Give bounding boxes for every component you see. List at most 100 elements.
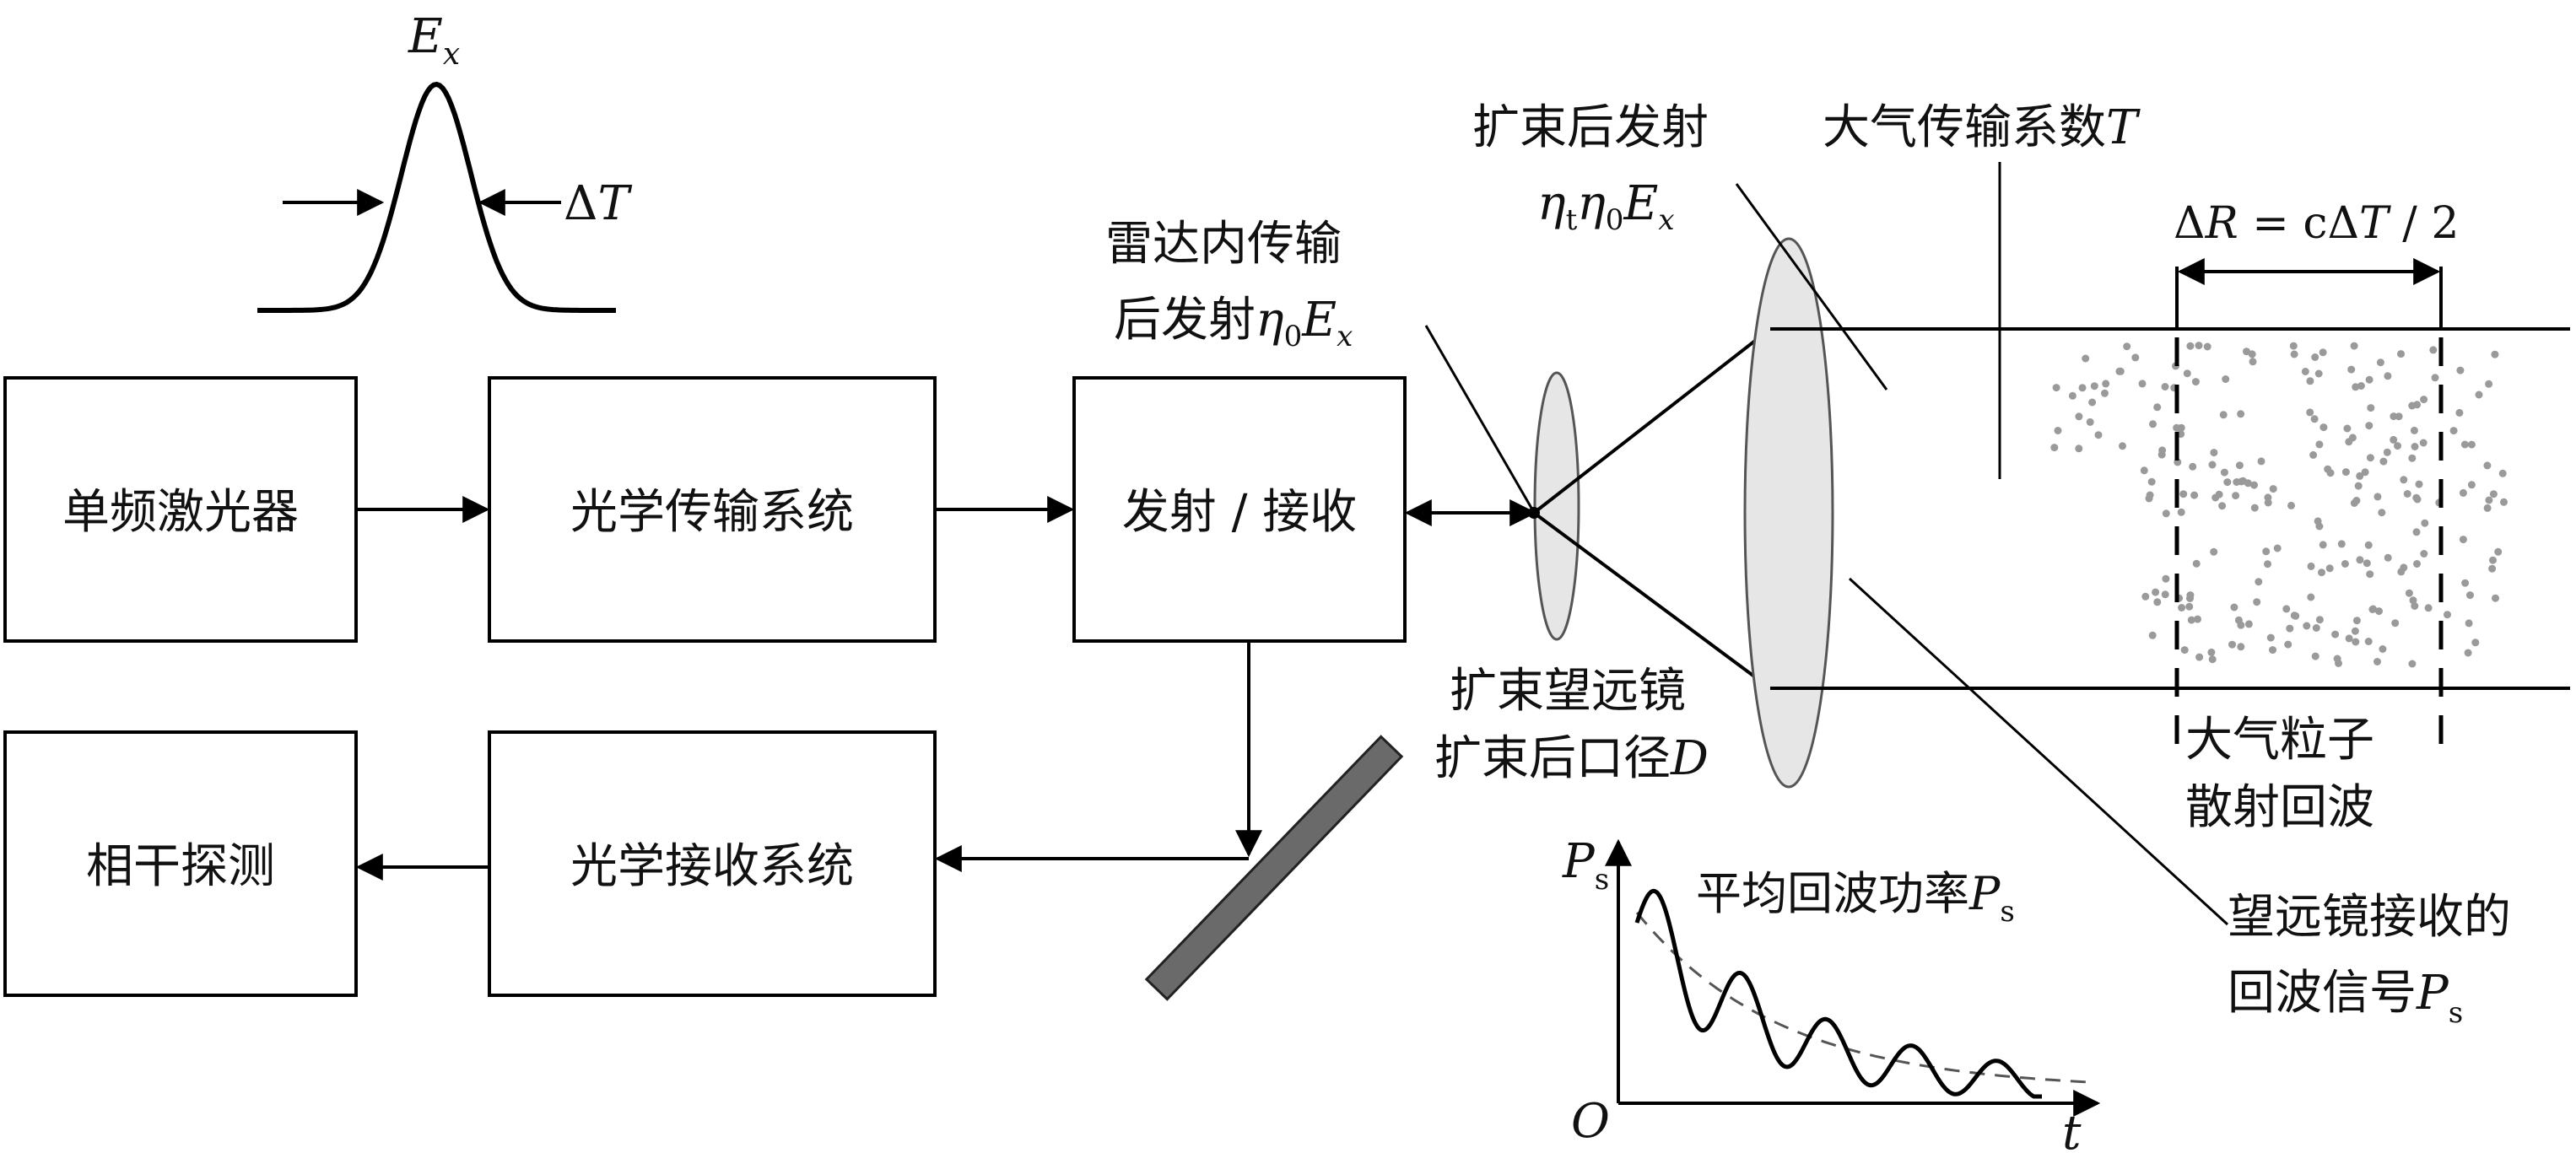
plot-y-sub: s [1595,863,1609,897]
radar-internal-text: 后发射 [1114,293,1256,348]
particle-dot [2255,578,2263,586]
particle-dot [2319,541,2327,549]
particle-dot [2235,461,2244,470]
particle-dot [2352,383,2360,391]
particle-dot [2153,403,2162,412]
particle-dot [2088,398,2097,407]
plot-y-symbol: P [1562,834,1596,889]
particle-dot [2494,547,2503,556]
optical-transmission-label: 光学传输系统 [570,485,854,540]
optical-receive-label: 光学接收系统 [570,839,854,894]
particle-dot [2052,384,2060,392]
particle-dot [2223,478,2232,487]
particle-dot [2141,592,2150,601]
particle-dot [2348,434,2357,442]
particle-dot [2464,649,2472,657]
echo-signal-symbol: P [2416,966,2449,1021]
particle-dot [2208,461,2217,469]
laser-block-label: 单频激光器 [62,485,299,540]
particle-dot [2367,404,2375,412]
pulse-amplitude-sub: x [443,37,460,72]
particle-dot [2203,342,2211,351]
particle-dot [2467,440,2476,449]
particle-dot [2485,496,2493,504]
particle-dot [2395,412,2403,421]
particle-dot [2345,634,2353,643]
particle-dot [2361,468,2369,477]
particle-dot [2319,348,2327,357]
particle-dot [2341,468,2350,477]
leader-expanded-emission [1735,183,1888,391]
particle-dot [2253,598,2261,606]
expanded-emission-line2: ηtη0Ex [1537,176,1675,237]
particle-dot [2326,469,2335,477]
leader-echo-signal [1848,577,2229,926]
range-T: T [2359,198,2391,249]
radar-internal-eta-sub: 0 [1284,320,1303,353]
particle-dot [2351,627,2359,635]
particle-dot [2364,638,2373,645]
particle-dot [2082,354,2090,363]
particle-dot [2408,454,2417,462]
echo-trend-dashed [1635,912,2093,1084]
particle-dot [2210,449,2218,457]
particle-dot [2269,646,2276,655]
particle-dot [2101,389,2109,397]
particle-dot [2483,461,2492,470]
optical-transmission-block: 光学传输系统 [488,376,937,643]
telescope-line2-symbol: D [1670,731,1709,786]
pulse-width-label: ΔT [564,176,632,231]
particle-dot [2403,490,2411,498]
particle-dot [2257,457,2265,466]
particle-dot [2500,498,2508,506]
particle-dot [2424,604,2433,612]
particle-dot [2391,619,2400,628]
particle-dot [2364,541,2373,549]
particle-dot [2315,522,2324,531]
particle-dot [2191,378,2200,386]
particle-dot [2102,380,2110,388]
atmospheric-particles [2050,342,2508,668]
particle-dot [2054,427,2062,434]
particle-dot [2352,638,2360,646]
particle-dot [2189,462,2197,471]
particle-dot [2264,498,2272,507]
particle-dot [2269,485,2277,493]
particle-dot [2195,342,2203,350]
particle-dot [2341,560,2349,568]
plot-title-text: 平均回波功率 [1696,867,1969,920]
particle-dot [2312,624,2320,632]
particle-dot [2449,427,2458,435]
particle-dot [2173,423,2181,432]
particle-dot [2290,350,2298,358]
particle-dot [2210,547,2218,556]
particle-dot [2266,633,2275,642]
particle-dot [2237,643,2245,651]
particle-dot [2373,493,2382,501]
particle-dot [2475,391,2483,399]
particle-dot [2383,448,2391,456]
particle-dot [2208,655,2217,664]
telescope-optics [1528,237,2570,789]
particles-label-line1: 大气粒子 [2185,713,2374,768]
particle-dot [2456,366,2465,374]
telescope-label-line2: 扩束后口径D [1434,731,1709,786]
echo-signal-text: 回波信号 [2228,966,2417,1021]
particle-dot [2318,568,2325,577]
particle-dot [2292,612,2300,620]
particle-dot [2237,621,2245,629]
particle-dot [2131,353,2140,362]
particle-dot [2390,435,2398,444]
focal-point [1528,507,1540,519]
particle-dot [2315,440,2324,449]
expanded-emission-E-sub: x [1658,203,1674,237]
particle-dot [2207,648,2216,656]
particle-dot [2354,482,2363,490]
particle-dot [2405,589,2413,597]
particle-dot [2301,368,2309,375]
particle-dot [2152,588,2160,596]
radar-internal-E: E [1301,293,1337,348]
particle-dot [2309,450,2318,459]
particle-dot [2384,553,2392,562]
beam-upper-edge [1532,327,1772,515]
